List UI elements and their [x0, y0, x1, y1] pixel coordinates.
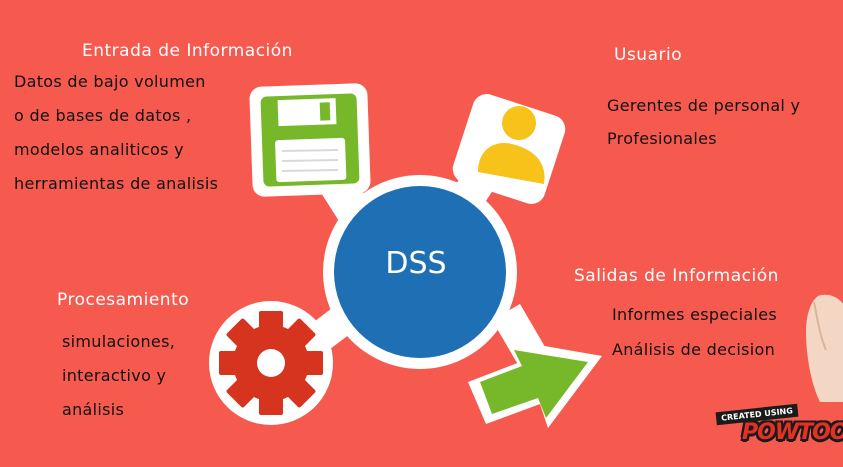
- powtoon-watermark: CREATED USING POWTOON: [715, 402, 843, 458]
- usuario-line-2: Profesionales: [607, 129, 717, 148]
- entrada-line-4: herramientas de analisis: [14, 174, 219, 193]
- dss-hub: [323, 175, 517, 369]
- entrada-title: Entrada de Información: [82, 41, 293, 61]
- procesamiento-line-3: análisis: [62, 400, 125, 419]
- watermark-brand: POWTOON: [742, 420, 843, 445]
- procesamiento-line-1: simulaciones,: [62, 332, 176, 351]
- salidas-title: Salidas de Información: [574, 266, 779, 286]
- procesamiento-title: Procesamiento: [57, 290, 190, 310]
- entrada-line-2: o de bases de datos ,: [14, 106, 192, 125]
- gear-icon: [209, 301, 333, 425]
- hand-image: [806, 294, 843, 402]
- usuario-line-1: Gerentes de personal y: [607, 96, 801, 115]
- entrada-line-3: modelos analiticos y: [14, 140, 184, 159]
- usuario-title: Usuario: [614, 45, 683, 65]
- entrada-line-1: Datos de bajo volumen: [14, 72, 206, 91]
- arrow-icon: [468, 340, 602, 428]
- salidas-line-2: Análisis de decision: [612, 340, 776, 359]
- user-icon: [452, 94, 566, 204]
- salidas-line-1: Informes especiales: [612, 305, 777, 324]
- procesamiento-line-2: interactivo y: [62, 366, 167, 385]
- dss-label: DSS: [385, 246, 447, 281]
- floppy-disk-icon: [249, 83, 371, 197]
